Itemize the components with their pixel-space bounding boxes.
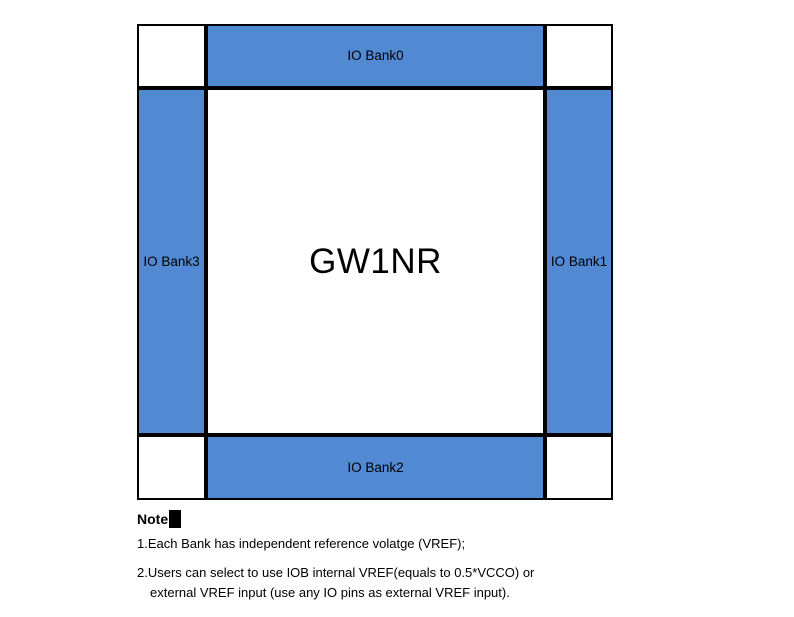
note-item-2-line-1: 2.Users can select to use IOB internal V…	[137, 565, 535, 580]
notes-section: Note 1.Each Bank has independent referen…	[137, 508, 697, 603]
bank-right-label: IO Bank1	[550, 253, 608, 269]
bank-right: IO Bank1	[545, 88, 613, 435]
bank-top-label: IO Bank0	[347, 48, 404, 64]
notes-heading-row: Note	[137, 508, 697, 530]
device-core-label: GW1NR	[309, 242, 442, 281]
corner-bottom-left	[137, 435, 206, 500]
corner-top-right	[545, 24, 613, 88]
note-item-1-line-1: 1.Each Bank has independent reference vo…	[137, 536, 466, 551]
bank-left: IO Bank3	[137, 88, 206, 435]
io-bank-diagram: IO Bank0 IO Bank3 GW1NR IO Bank1 IO Bank…	[137, 24, 613, 500]
bank-bottom-label: IO Bank2	[347, 459, 404, 475]
notes-heading: Note	[137, 511, 169, 527]
corner-top-left	[137, 24, 206, 88]
note-item-2: 2.Users can select to use IOB internal V…	[137, 563, 697, 603]
bank-top: IO Bank0	[206, 24, 545, 88]
bank-left-label: IO Bank3	[143, 253, 200, 269]
note-item-1: 1.Each Bank has independent reference vo…	[137, 534, 697, 554]
device-core: GW1NR	[206, 88, 545, 435]
missing-glyph-box-icon	[169, 510, 182, 528]
corner-bottom-right	[545, 435, 613, 500]
note-item-2-line-2: external VREF input (use any IO pins as …	[150, 585, 510, 600]
bank-bottom: IO Bank2	[206, 435, 545, 500]
